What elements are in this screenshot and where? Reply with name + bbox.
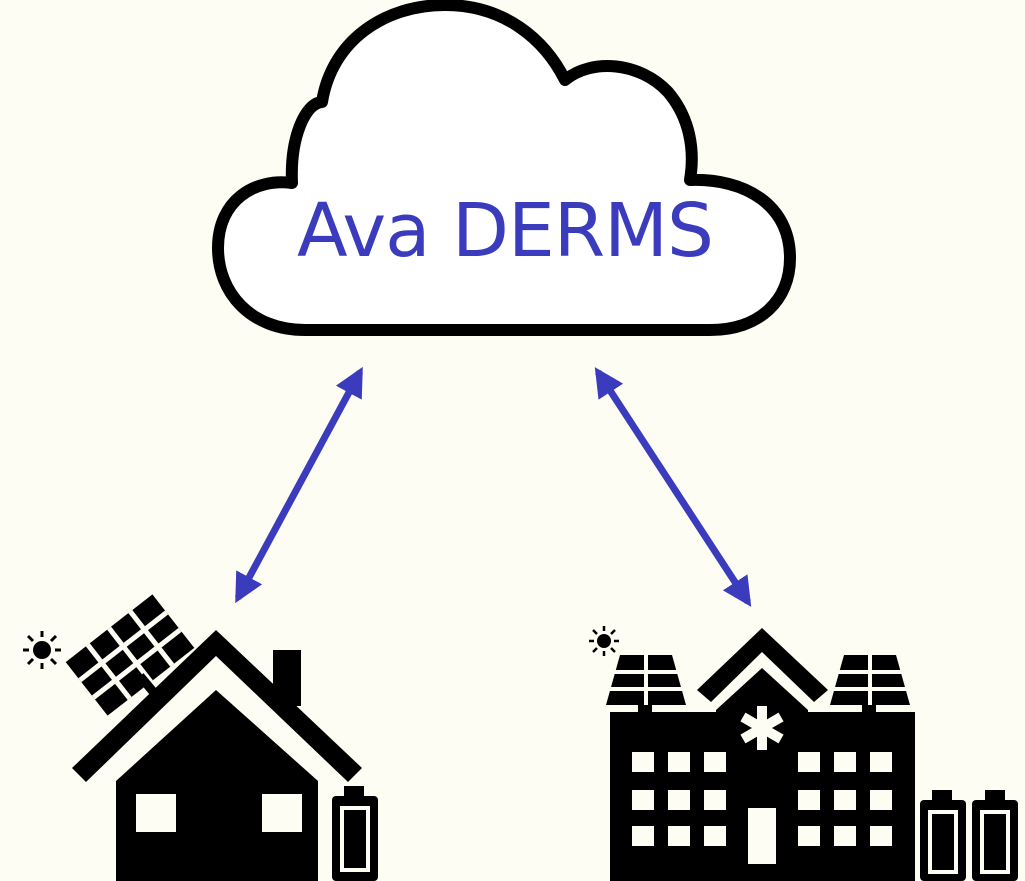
hospital-icon xyxy=(610,628,915,881)
solar-panel-icon xyxy=(65,594,195,716)
sun-icon xyxy=(589,626,619,656)
arrow-cloud-hospital xyxy=(594,367,752,607)
sun-icon xyxy=(23,631,61,669)
house-group xyxy=(23,594,378,881)
cloud-label: Ava DERMS xyxy=(297,188,713,274)
hospital-group xyxy=(589,626,1018,881)
solar-panel-icon xyxy=(606,655,686,721)
battery-icon xyxy=(920,790,1018,881)
battery-icon xyxy=(332,786,378,881)
cloud-shape xyxy=(212,0,796,336)
arrow-cloud-house xyxy=(234,366,364,604)
medical-cross-icon xyxy=(740,706,784,750)
house-icon xyxy=(72,630,362,881)
cloud: Ava DERMS xyxy=(212,0,796,336)
connection-arrows xyxy=(234,366,752,607)
solar-panel-icon xyxy=(830,655,910,721)
